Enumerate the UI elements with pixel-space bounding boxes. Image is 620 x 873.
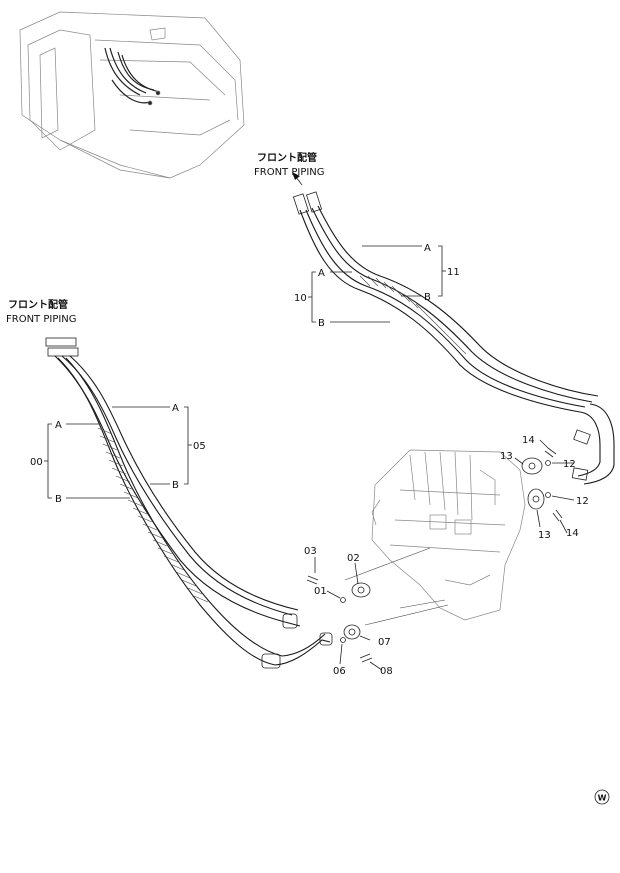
- part-labels: A B 11 A B 10 A B 05 A B 00 03 02 01 07 …: [30, 243, 589, 677]
- part-12-lower: 12: [576, 496, 589, 507]
- part-00: 00: [30, 457, 43, 468]
- front-piping-label-top: フロント配管 FRONT PIPING: [254, 151, 325, 186]
- control-valve-block: [371, 449, 526, 621]
- label-05-B: B: [172, 480, 179, 491]
- part-03: 03: [304, 546, 317, 557]
- label-10-B: B: [318, 318, 325, 329]
- small-parts: [306, 447, 563, 663]
- part-11: 11: [447, 267, 460, 278]
- watermark-symbol: W: [594, 789, 610, 805]
- watermark-letter: W: [598, 794, 607, 803]
- part-10: 10: [294, 293, 307, 304]
- fitting-left-2: [47, 347, 79, 357]
- part-05: 05: [193, 441, 206, 452]
- part-13-lower: 13: [538, 530, 551, 541]
- part-08: 08: [380, 666, 393, 677]
- part-14-upper: 14: [522, 435, 535, 446]
- arrow-head-top: [292, 172, 300, 180]
- part-12-upper: 12: [563, 459, 576, 470]
- label-11-B: B: [424, 292, 431, 303]
- label-10-A: A: [318, 268, 325, 279]
- part-02: 02: [347, 553, 360, 564]
- fitting-left-1: [45, 337, 77, 347]
- part-13-upper: 13: [500, 451, 513, 462]
- front-piping-jp-top: フロント配管: [257, 151, 317, 164]
- part-14-lower: 14: [566, 528, 579, 539]
- part-06: 06: [333, 666, 346, 677]
- part-01: 01: [314, 586, 327, 597]
- upper-hose-assembly: [292, 191, 615, 485]
- front-piping-label-left: フロント配管 FRONT PIPING: [6, 298, 77, 325]
- flange-13-lower: [527, 488, 545, 510]
- label-00-A: A: [55, 420, 62, 431]
- bracket-lines: [44, 245, 575, 671]
- label-11-A: A: [424, 243, 431, 254]
- flange-13-upper: [521, 457, 543, 475]
- flange-02: [351, 582, 371, 598]
- lower-hose-assembly: [45, 337, 333, 669]
- label-05-A: A: [172, 403, 179, 414]
- front-piping-en-top: FRONT PIPING: [254, 167, 325, 178]
- front-piping-en-left: FRONT PIPING: [6, 314, 77, 325]
- label-00-B: B: [55, 494, 62, 505]
- flange-07: [343, 624, 361, 640]
- machine-overview-inset: [19, 11, 245, 179]
- part-07: 07: [378, 637, 391, 648]
- front-piping-jp-left: フロント配管: [8, 298, 68, 311]
